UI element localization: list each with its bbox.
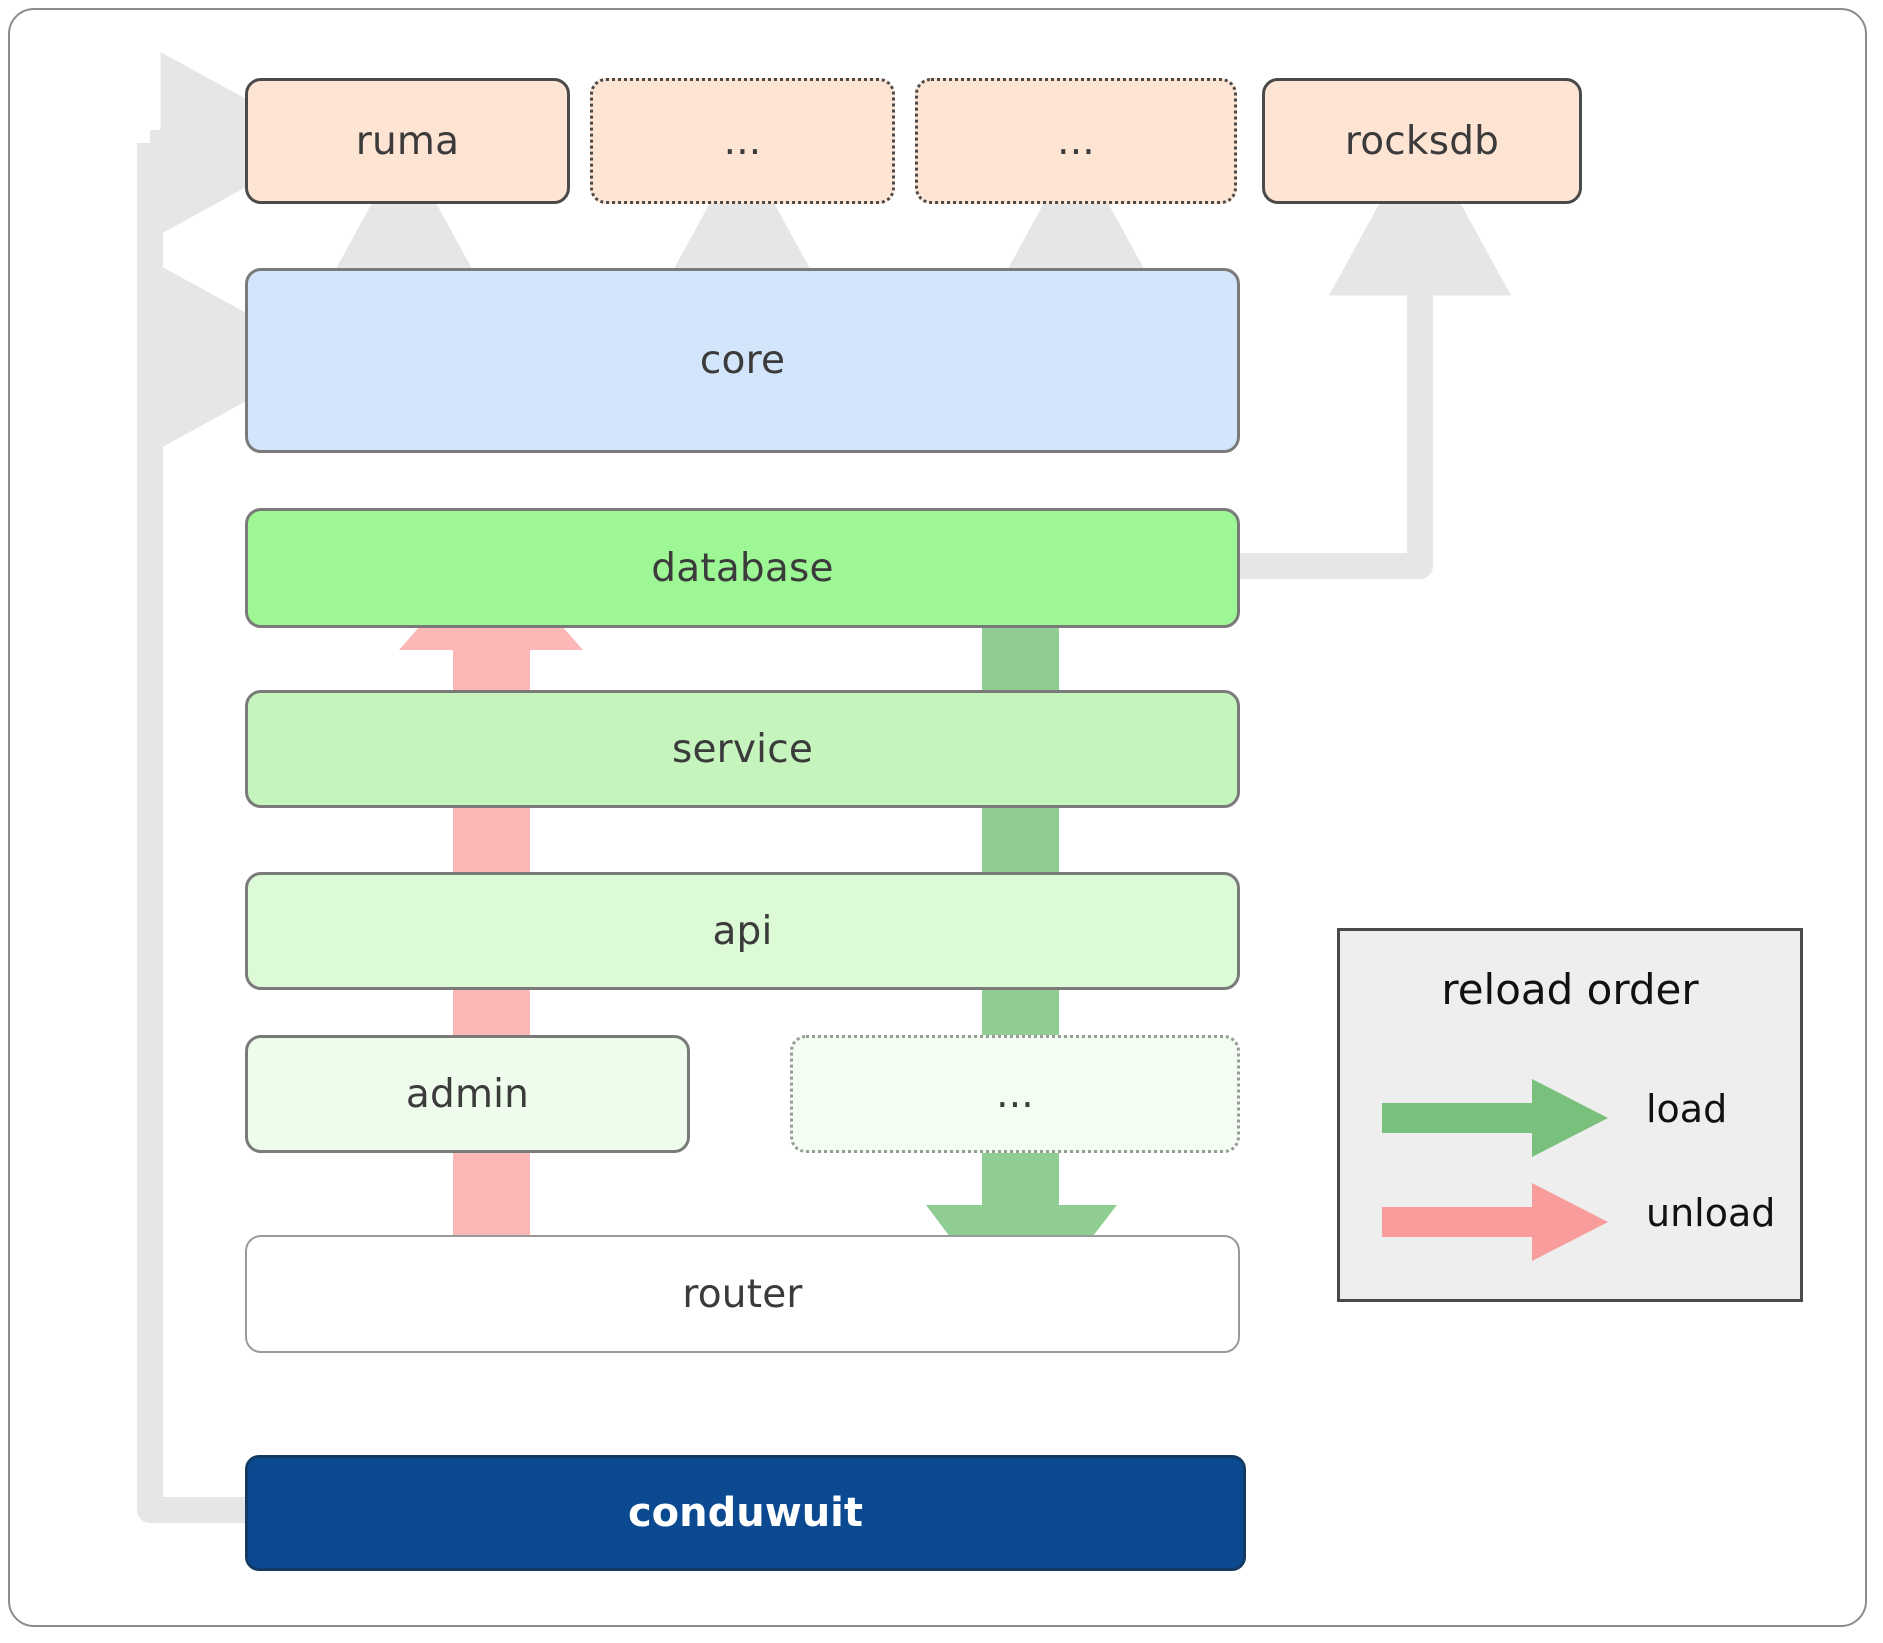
dependency-label: ruma (355, 118, 460, 164)
dependency-node-placeholder-2[interactable]: ... (915, 78, 1237, 204)
layer-label: admin (405, 1071, 530, 1117)
layer-label: core (699, 338, 786, 383)
dependency-label: ... (723, 118, 762, 164)
legend-label-unload: unload (1646, 1191, 1776, 1235)
layer-node-service[interactable]: service (245, 690, 1240, 808)
legend-row-unload: unload (1340, 1177, 1800, 1267)
dependency-label: ... (1057, 118, 1095, 164)
wire-database-to-rocksdb (1240, 129, 1511, 579)
layer-node-core[interactable]: core (245, 268, 1240, 453)
layer-label: service (671, 726, 814, 772)
binary-label: conduwuit (627, 1490, 864, 1536)
layer-node-router[interactable]: router (245, 1235, 1240, 1353)
dependency-node-placeholder-1[interactable]: ... (590, 78, 895, 204)
legend-panel: reload order load unload (1337, 928, 1803, 1302)
dependency-label: rocksdb (1344, 118, 1500, 164)
layer-node-admin[interactable]: admin (245, 1035, 690, 1153)
layer-node-api[interactable]: api (245, 872, 1240, 990)
dependency-node-rocksdb[interactable]: rocksdb (1262, 78, 1582, 204)
wire-conduwuit-trunk (137, 143, 245, 1523)
layer-node-placeholder[interactable]: ... (790, 1035, 1240, 1153)
layer-label: router (682, 1271, 803, 1317)
layer-label: database (651, 545, 834, 591)
legend-row-load: load (1340, 1073, 1800, 1163)
legend-label-load: load (1646, 1087, 1728, 1131)
layer-label: ... (996, 1071, 1034, 1117)
load-swatch-icon (1382, 1079, 1608, 1157)
dependency-node-ruma[interactable]: ruma (245, 78, 570, 204)
layer-label: api (712, 908, 773, 954)
layer-node-database[interactable]: database (245, 508, 1240, 628)
legend-title: reload order (1441, 965, 1699, 1014)
unload-swatch-icon (1382, 1183, 1608, 1261)
binary-node-conduwuit[interactable]: conduwuit (245, 1455, 1246, 1571)
